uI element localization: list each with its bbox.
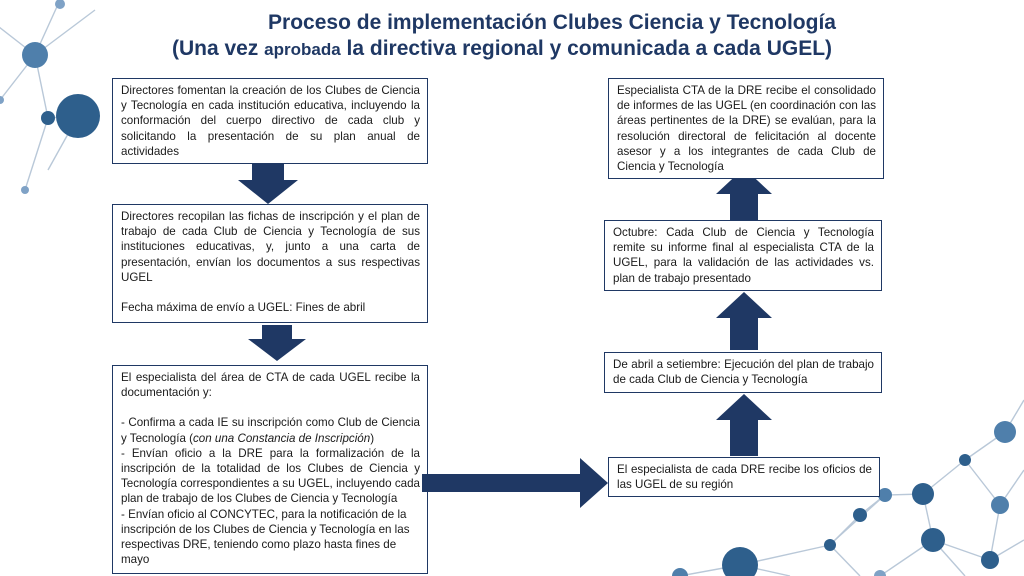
title-line-2-rest: la directiva regional y comunicada a cad… — [340, 37, 833, 60]
title-line-2-small: aprobada — [264, 40, 341, 59]
down-arrow-2 — [248, 325, 306, 361]
up-arrow-2 — [716, 292, 772, 350]
title-line-2: (Una vez aprobada la directiva regional … — [0, 36, 1024, 63]
step-box-3: El especialista del área de CTA de cada … — [112, 365, 428, 574]
title-line-2-open: (Una vez — [171, 37, 265, 60]
step-box-5: De abril a setiembre: Ejecución del plan… — [604, 352, 882, 393]
right-arrow — [422, 458, 608, 508]
step-3-item-2: - Envían oficio a la DRE para la formali… — [121, 446, 420, 506]
step-3-intro: El especialista del área de CTA de cada … — [121, 371, 420, 400]
step-1-text: Directores fomentan la creación de los C… — [121, 84, 420, 158]
step-3-item-1-emphasis: con una Constancia de Inscripción — [192, 431, 371, 445]
title-line-1: Proceso de implementación Clubes Ciencia… — [268, 11, 836, 34]
step-2-deadline: Fecha máxima de envío a UGEL: Fines de a… — [121, 301, 366, 315]
step-3-item-1: - Confirma a cada IE su inscripción como… — [121, 415, 420, 445]
step-5-text: De abril a setiembre: Ejecución del plan… — [613, 358, 874, 387]
step-box-6: Octubre: Cada Club de Ciencia y Tecnolog… — [604, 220, 882, 291]
up-arrow-3 — [716, 168, 772, 220]
step-3-item-3: - Envían oficio al CONCYTEC, para la not… — [121, 507, 410, 567]
step-3-item-1-text: - Confirma a cada IE su inscripción como… — [121, 416, 420, 445]
step-box-4: El especialista de cada DRE recibe los o… — [608, 457, 880, 497]
step-2-text: Directores recopilan las fichas de inscr… — [121, 210, 420, 284]
up-arrow-1 — [716, 394, 772, 456]
step-box-1: Directores fomentan la creación de los C… — [112, 78, 428, 164]
down-arrow-1 — [238, 164, 298, 204]
page-title: Proceso de implementación Clubes Ciencia… — [0, 10, 1024, 63]
step-box-7: Especialista CTA de la DRE recibe el con… — [608, 78, 884, 179]
step-6-text: Octubre: Cada Club de Ciencia y Tecnolog… — [613, 226, 874, 285]
step-box-2: Directores recopilan las fichas de inscr… — [112, 204, 428, 323]
step-4-text: El especialista de cada DRE recibe los o… — [617, 463, 872, 492]
step-3-item-1-end: ) — [370, 431, 375, 445]
step-7-text: Especialista CTA de la DRE recibe el con… — [617, 84, 876, 174]
